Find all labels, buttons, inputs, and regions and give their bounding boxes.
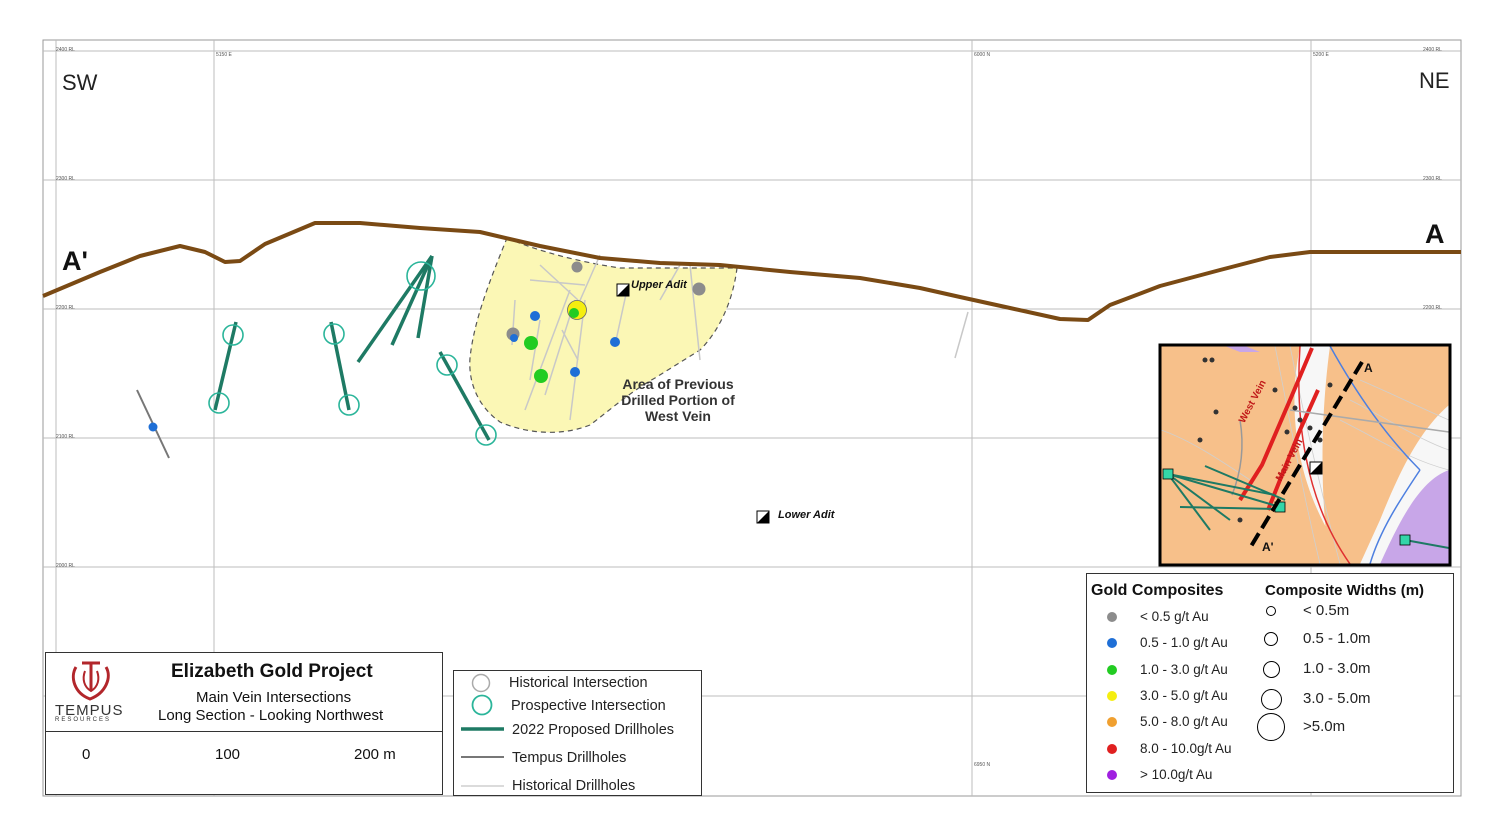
width-legend-circle	[1266, 606, 1276, 616]
lower-adit-icon	[756, 510, 770, 524]
gold-legend-swatch	[1107, 690, 1117, 701]
composite-blue	[510, 334, 518, 342]
gold-legend-swatch	[1107, 638, 1117, 649]
composite-blue	[530, 311, 540, 321]
project-subtitle: Main Vein Intersections	[196, 689, 352, 706]
lower-adit-label: Lower Adit	[778, 509, 835, 521]
grid-label-northing: 6000 N	[974, 52, 991, 58]
grid-label-rl: 2200 RL	[1423, 305, 1442, 311]
sw-direction-label: SW	[62, 70, 98, 95]
composite-blue	[610, 337, 620, 347]
grid-label-rl: 2100 RL	[56, 434, 75, 440]
inset-location-map	[1158, 343, 1452, 567]
composite-green	[569, 308, 579, 318]
width-legend-title: Composite Widths (m)	[1265, 582, 1425, 599]
ne-direction-label: NE	[1419, 68, 1450, 93]
upper-adit-label: Upper Adit	[631, 279, 687, 291]
legend-proposed-drillholes: 2022 Proposed Drillholes	[512, 722, 675, 738]
scale-label-200: 200 m	[354, 746, 396, 763]
title-divider	[46, 731, 442, 732]
gold-legend-swatch	[1107, 612, 1117, 622]
area-label-line: Drilled Portion of	[621, 392, 735, 408]
area-label-line: Area of Previous	[622, 376, 734, 392]
composite-blue	[570, 367, 580, 377]
gold-legend-label: 5.0 - 8.0 g/t Au	[1140, 714, 1228, 730]
composite-blue	[148, 422, 158, 432]
legend-historical-drillholes: Historical Drillholes	[512, 778, 636, 794]
gold-legend-swatch	[1107, 743, 1117, 754]
gold-legend-swatch	[1107, 769, 1117, 780]
gold-legend-swatch	[1107, 664, 1117, 675]
composite-green	[524, 336, 538, 350]
grid-label-northing: 6950 N	[974, 762, 991, 768]
composite-legend: Gold Composites Composite Widths (m) < 0…	[1086, 573, 1454, 793]
grid-label-rl: 2000 RL	[56, 563, 75, 569]
legend-prospective-intersection: Prospective Intersection	[511, 698, 666, 714]
project-view: Long Section - Looking Northwest	[158, 707, 384, 724]
width-legend-circle	[1260, 688, 1282, 710]
grid-label-easting: 5150 E	[216, 52, 232, 58]
gold-legend-label: 0.5 - 1.0 g/t Au	[1140, 635, 1228, 651]
gold-legend-label: < 0.5 g/t Au	[1140, 609, 1209, 624]
gold-legend-swatch	[1107, 717, 1117, 728]
inset-a-prime-label: A'	[1262, 540, 1274, 554]
width-legend-label: 3.0 - 5.0m	[1303, 690, 1371, 707]
prospective-intersections	[208, 261, 497, 446]
gold-legend-label: 8.0 - 10.0g/t Au	[1140, 740, 1232, 756]
grid-label-rl: 2300 RL	[56, 176, 75, 182]
legend-historical-intersection: Historical Intersection	[509, 675, 648, 691]
project-title: Elizabeth Gold Project	[171, 661, 373, 682]
section-a-label: A	[1425, 219, 1445, 249]
title-block: TEMPUS RESOURCES Elizabeth Gold Project …	[45, 652, 443, 795]
grid-label-rl: 2300 RL	[1423, 176, 1442, 182]
grid-label-rl: 2400 RL	[56, 47, 75, 53]
upper-adit-icon	[616, 283, 630, 297]
gold-composites	[148, 261, 706, 432]
width-legend-label: 0.5 - 1.0m	[1303, 630, 1371, 647]
composite-grey	[692, 282, 706, 296]
width-legend-label: 1.0 - 3.0m	[1303, 660, 1371, 677]
symbol-legend: Historical Intersection Prospective Inte…	[453, 670, 702, 796]
company-name: TEMPUS	[55, 702, 124, 719]
scale-label-100: 100	[215, 746, 241, 763]
gold-legend-title: Gold Composites	[1091, 582, 1224, 599]
previous-drilled-area	[469, 237, 738, 433]
company-subname: RESOURCES	[55, 717, 112, 723]
section-a-prime-label: A'	[62, 246, 88, 276]
gold-legend-label: 1.0 - 3.0 g/t Au	[1140, 661, 1228, 677]
gold-legend-label: > 10.0g/t Au	[1140, 766, 1213, 782]
width-legend-circle	[1262, 660, 1280, 678]
symbol-legend-swatches	[461, 673, 504, 787]
previous-area-label: Area of Previous Drilled Portion of West…	[598, 376, 758, 424]
legend-tempus-drillholes: Tempus Drillholes	[512, 750, 627, 766]
width-legend-circle	[1257, 713, 1285, 741]
proposed-drillholes	[213, 254, 491, 441]
grid-label-rl: 2400 RL	[1423, 47, 1442, 53]
area-label-line: West Vein	[645, 408, 711, 424]
composite-grey	[571, 261, 583, 273]
width-legend-circle	[1264, 632, 1278, 646]
composite-green	[534, 369, 548, 383]
gold-legend-label: 3.0 - 5.0 g/t Au	[1140, 687, 1228, 703]
inset-a-label: A	[1364, 361, 1373, 375]
grid-label-rl: 2200 RL	[56, 305, 75, 311]
width-legend-label: >5.0m	[1303, 718, 1346, 735]
tempus-logo-icon	[71, 661, 110, 701]
scale-label-0: 0	[82, 746, 91, 763]
topography-line	[42, 221, 1461, 322]
grid-label-easting: 5200 E	[1313, 52, 1329, 58]
width-legend-label: < 0.5m	[1303, 602, 1350, 619]
